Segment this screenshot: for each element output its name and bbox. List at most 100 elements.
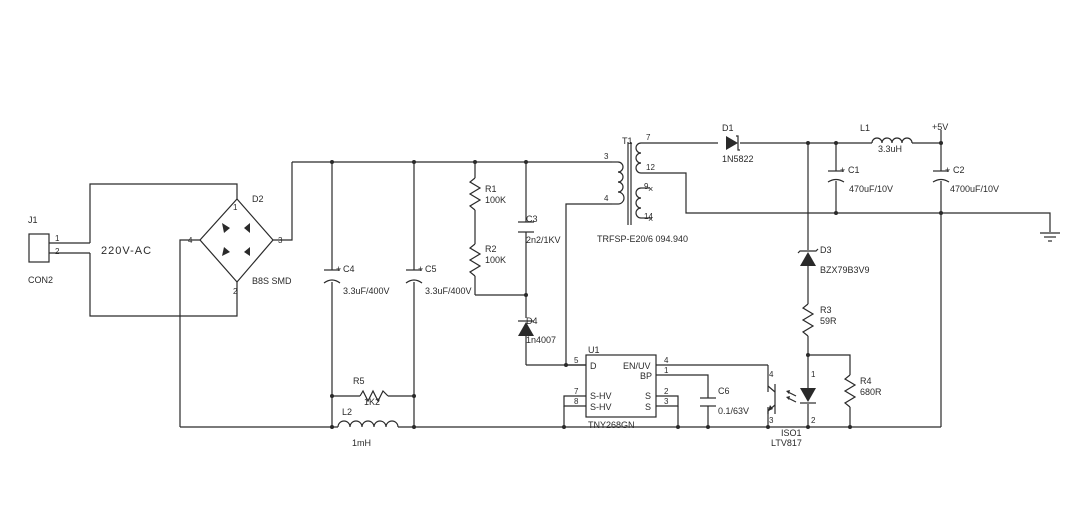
t1-ref: T1 [622,136,633,146]
c5-polarity: + [418,264,423,274]
c5-ref: C5 [425,264,437,274]
c6-value: 0.1/63V [718,406,749,416]
u1-ref: U1 [588,345,600,355]
ic-u1: U1 TNY268GN D EN/UV BP S-HV S-HV S S 5 4… [574,345,669,430]
mains-label: 220V-AC [101,245,152,257]
t1-pin-3: 3 [604,152,609,161]
r5-ref: R5 [353,376,365,386]
iso1-value: LTV817 [771,438,802,448]
r3-value: 59R [820,316,837,326]
zener-diode-d3: D3 BZX79B3V9 [797,245,870,275]
c3-ref: C3 [526,214,538,224]
capacitor-c4: + C4 3.3uF/400V [323,264,390,296]
j1-pin-2: 2 [55,247,60,256]
u1-pin-shv-1: S-HV [590,391,612,401]
c4-value: 3.3uF/400V [343,286,390,296]
c2-polarity: + [945,165,950,175]
r4-ref: R4 [860,376,872,386]
d3-value: BZX79B3V9 [820,265,870,275]
l2-ref: L2 [342,407,352,417]
d2-value: B8S SMD [252,276,292,286]
c3-value: 2n2/1KV [526,235,561,245]
capacitor-c1: + C1 470uF/10V [827,165,893,194]
optocoupler-iso1: 4 3 1 2 ISO1 LTV817 [767,370,816,448]
u1-pinnum-8: 8 [574,397,579,406]
inductor-l2: L2 1mH [337,407,399,448]
d2-ref: D2 [252,194,264,204]
r1-ref: R1 [485,184,497,194]
l1-ref: L1 [860,123,870,133]
u1-pinnum-2: 2 [664,387,669,396]
u1-pin-bp: BP [640,371,652,381]
iso1-pin-3: 3 [769,416,774,425]
l1-value: 3.3uH [878,144,902,154]
t1-pin-7: 7 [646,133,651,142]
net-label-vout: +5V [932,122,948,132]
diode-d4: D4 1n4007 [518,316,556,345]
d2-pin-2: 2 [233,287,238,296]
c1-value: 470uF/10V [849,184,893,194]
c1-polarity: + [840,165,845,175]
capacitor-c3: C3 2n2/1KV [518,214,561,245]
iso1-pin-1: 1 [811,370,816,379]
c2-value: 4700uF/10V [950,184,999,194]
wires [49,130,1051,428]
ground-icon [1040,232,1060,242]
r2-ref: R2 [485,244,497,254]
c4-polarity: + [336,264,341,274]
c5-value: 3.3uF/400V [425,286,472,296]
resistor-r5: R5 1K2 [353,376,389,407]
transformer-t1: × × T1 TRFSP-E20/6 094.940 3 4 7 12 9 14 [597,133,688,244]
u1-value: TNY268GN [588,420,635,430]
iso1-pin-2: 2 [811,416,816,425]
resistor-r4: R4 680R [843,374,882,408]
d2-pin-1: 1 [233,203,238,212]
j1-ref: J1 [28,215,38,225]
bridge-rectifier-d2: D2 B8S SMD 1 2 3 4 [188,194,292,296]
t1-value: TRFSP-E20/6 094.940 [597,234,688,244]
d3-ref: D3 [820,245,832,255]
r3-ref: R3 [820,305,832,315]
t1-pin-12: 12 [646,163,655,172]
t1-pin-9: 9 [644,182,649,191]
u1-pin-shv-2: S-HV [590,402,612,412]
u1-pinnum-3: 3 [664,397,669,406]
r2-value: 100K [485,255,506,265]
u1-pinnum-1: 1 [664,366,669,375]
resistor-r3: R3 59R [801,303,837,337]
d2-pin-3: 3 [278,236,283,245]
iso1-ref: ISO1 [781,428,802,438]
j1-value: CON2 [28,275,53,285]
iso1-pin-4: 4 [769,370,774,379]
u1-pinnum-4: 4 [664,356,669,365]
j1-pin-1: 1 [55,234,60,243]
t1-nc-mark-1: × [648,184,653,194]
t1-pin-14: 14 [644,212,653,221]
connector-j1: J1 CON2 1 2 [28,215,60,285]
r4-value: 680R [860,387,882,397]
t1-pin-4: 4 [604,194,609,203]
junction-dots [330,141,943,429]
u1-pinnum-7: 7 [574,387,579,396]
t1-nc-mark-2: × [648,214,653,224]
r1-value: 100K [485,195,506,205]
capacitor-c5: + C5 3.3uF/400V [405,264,472,296]
c2-ref: C2 [953,165,965,175]
l2-value: 1mH [352,438,371,448]
r5-value: 1K2 [364,397,380,407]
c1-ref: C1 [848,165,860,175]
u1-pin-s-2: S [645,402,651,412]
c4-ref: C4 [343,264,355,274]
u1-pinnum-5: 5 [574,356,579,365]
inductor-l1: L1 3.3uH [860,123,913,154]
d4-value: 1n4007 [526,335,556,345]
resistor-r1: R1 100K [468,177,506,211]
resistor-r2: R2 100K [468,243,506,277]
diode-d1: D1 1N5822 [722,123,754,164]
d1-ref: D1 [722,123,734,133]
capacitor-c6: C6 0.1/63V [700,386,749,416]
d1-value: 1N5822 [722,154,754,164]
d2-pin-4: 4 [188,236,193,245]
u1-pin-d: D [590,361,597,371]
